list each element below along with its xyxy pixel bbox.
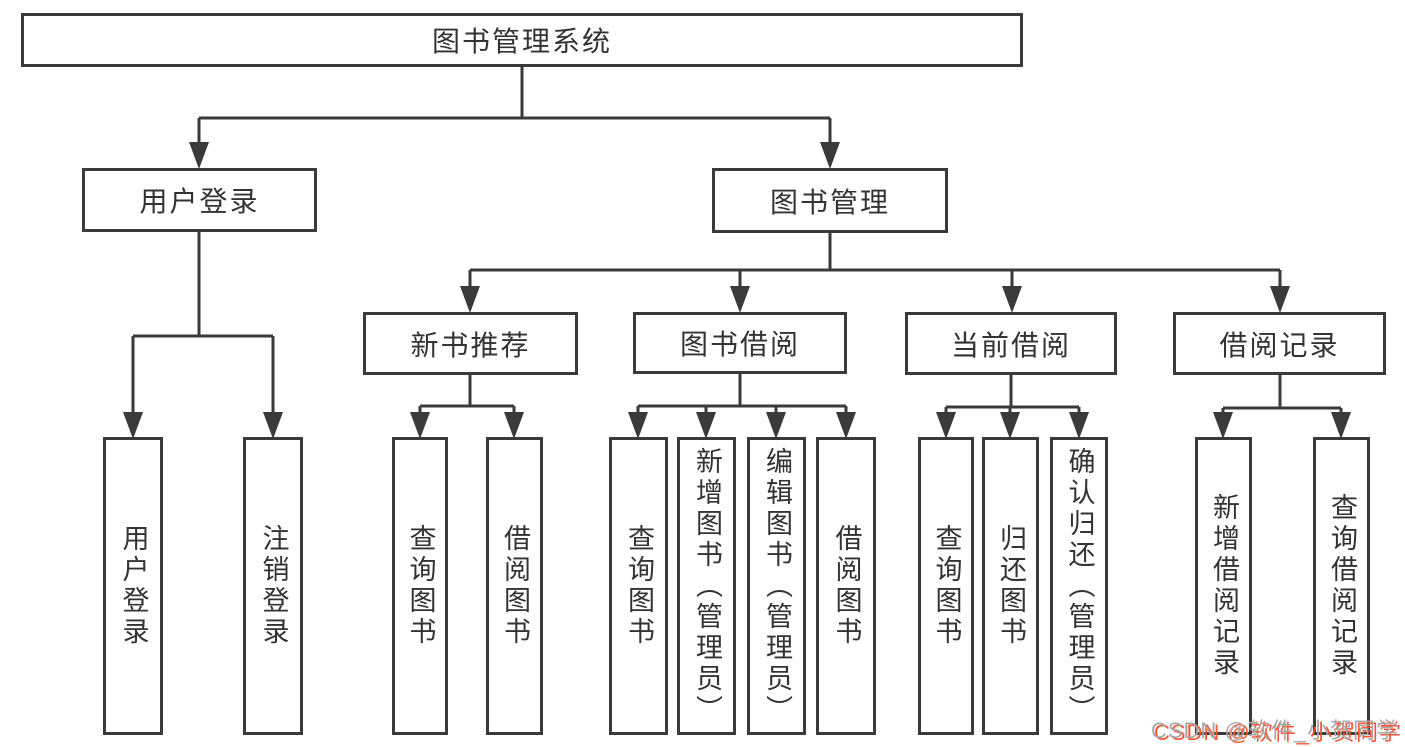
leaf-logout-label: 注销登录 (258, 524, 289, 648)
connector-book-borrow-children (636, 374, 848, 420)
leaf-add-borrow-record-label: 新增借阅记录 (1209, 493, 1239, 679)
leaf-add-borrow-record: 新增借阅记录 (1195, 437, 1252, 735)
leaf-edit-book-admin-label: 编辑图书（管理员） (762, 446, 792, 726)
node-book-borrow: 图书借阅 (633, 312, 847, 374)
leaf-borrow-books-recommend-label: 借阅图书 (500, 524, 530, 648)
leaf-borrow-books-recommend: 借阅图书 (486, 437, 543, 735)
leaf-confirm-return-admin-label: 确认归还（管理员） (1064, 446, 1095, 726)
arrowheads (123, 142, 1351, 439)
node-new-book-recommend: 新书推荐 (363, 312, 578, 375)
leaf-query-borrow-record-label: 查询借阅记录 (1327, 493, 1357, 679)
leaf-user-login-label: 用户登录 (118, 524, 149, 648)
node-current-borrow-label: 当前借阅 (950, 329, 1071, 361)
leaf-logout: 注销登录 (243, 437, 303, 735)
node-current-borrow: 当前借阅 (905, 312, 1117, 375)
leaf-confirm-return-admin: 确认归还（管理员） (1050, 437, 1108, 735)
node-borrow-records: 借阅记录 (1173, 312, 1386, 375)
node-root-label: 图书管理系统 (431, 26, 612, 57)
node-user-login-label: 用户登录 (139, 186, 260, 217)
leaf-query-books-recommend-label: 查询图书 (405, 524, 436, 648)
leaf-query-books-current: 查询图书 (918, 437, 974, 735)
node-new-book-recommend-label: 新书推荐 (410, 329, 531, 361)
leaf-borrow-books: 借阅图书 (816, 437, 876, 735)
leaf-add-book-admin-label: 新增图书（管理员） (692, 446, 722, 726)
node-book-borrow-label: 图书借阅 (679, 329, 800, 360)
leaf-return-books-label: 归还图书 (996, 524, 1026, 648)
node-user-login: 用户登录 (82, 168, 317, 232)
connector-root-to-level2 (197, 66, 832, 150)
node-book-management-label: 图书管理 (769, 186, 890, 218)
connector-new-book-children (418, 374, 516, 420)
leaf-add-book-admin: 新增图书（管理员） (677, 437, 736, 735)
leaf-edit-book-admin: 编辑图书（管理员） (747, 437, 806, 735)
leaf-query-books-borrow-label: 查询图书 (624, 524, 654, 648)
connector-user-login-children (131, 232, 275, 420)
leaf-borrow-books-label: 借阅图书 (831, 524, 862, 648)
leaf-query-borrow-record: 查询借阅记录 (1313, 437, 1370, 735)
connector-book-management-children (468, 233, 1282, 294)
leaf-query-books-recommend: 查询图书 (392, 437, 448, 735)
leaf-user-login: 用户登录 (103, 437, 163, 735)
leaf-return-books: 归还图书 (982, 437, 1039, 735)
connector-borrow-records-children (1221, 374, 1343, 420)
leaf-query-books-current-label: 查询图书 (931, 524, 962, 648)
csdn-watermark: CSDN @软件_小贺同学 (1150, 718, 1399, 743)
leaf-query-books-borrow: 查询图书 (609, 437, 668, 735)
node-book-management: 图书管理 (712, 168, 948, 233)
node-borrow-records-label: 借阅记录 (1219, 329, 1340, 361)
node-root: 图书管理系统 (21, 13, 1023, 67)
